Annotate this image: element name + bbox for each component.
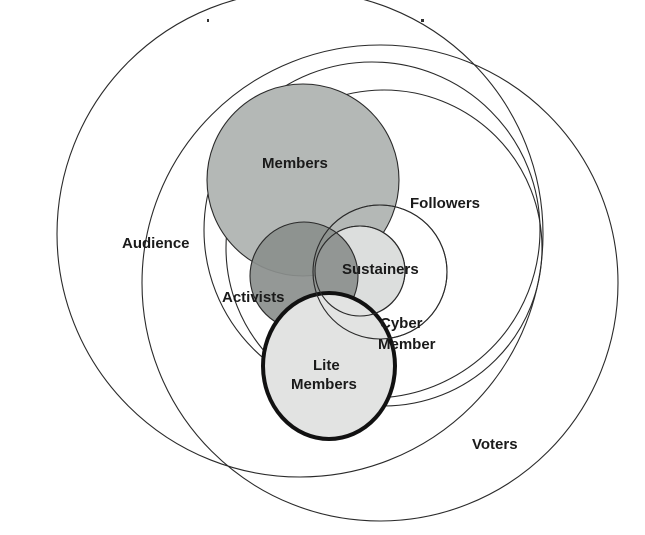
followers-label: Followers <box>410 195 480 212</box>
cyber-label-line1: Cyber <box>380 315 423 332</box>
audience-circle <box>56 0 544 478</box>
activists-label: Activists <box>222 289 285 306</box>
voters-label: Voters <box>472 436 518 453</box>
scan-mark-right <box>421 19 424 22</box>
sustainers-label: Sustainers <box>342 261 419 278</box>
followers-outline <box>312 204 448 340</box>
cyber-label-line2: Member <box>378 336 436 353</box>
lite-label-line2: Members <box>291 376 357 393</box>
audience-label: Audience <box>122 235 190 252</box>
lite-members-circle <box>261 291 397 441</box>
lite-label-line1: Lite <box>313 357 340 374</box>
voters-circle <box>141 44 619 522</box>
scan-mark-left <box>207 19 209 22</box>
members-label: Members <box>262 155 328 172</box>
sustainers-outline <box>314 225 406 317</box>
